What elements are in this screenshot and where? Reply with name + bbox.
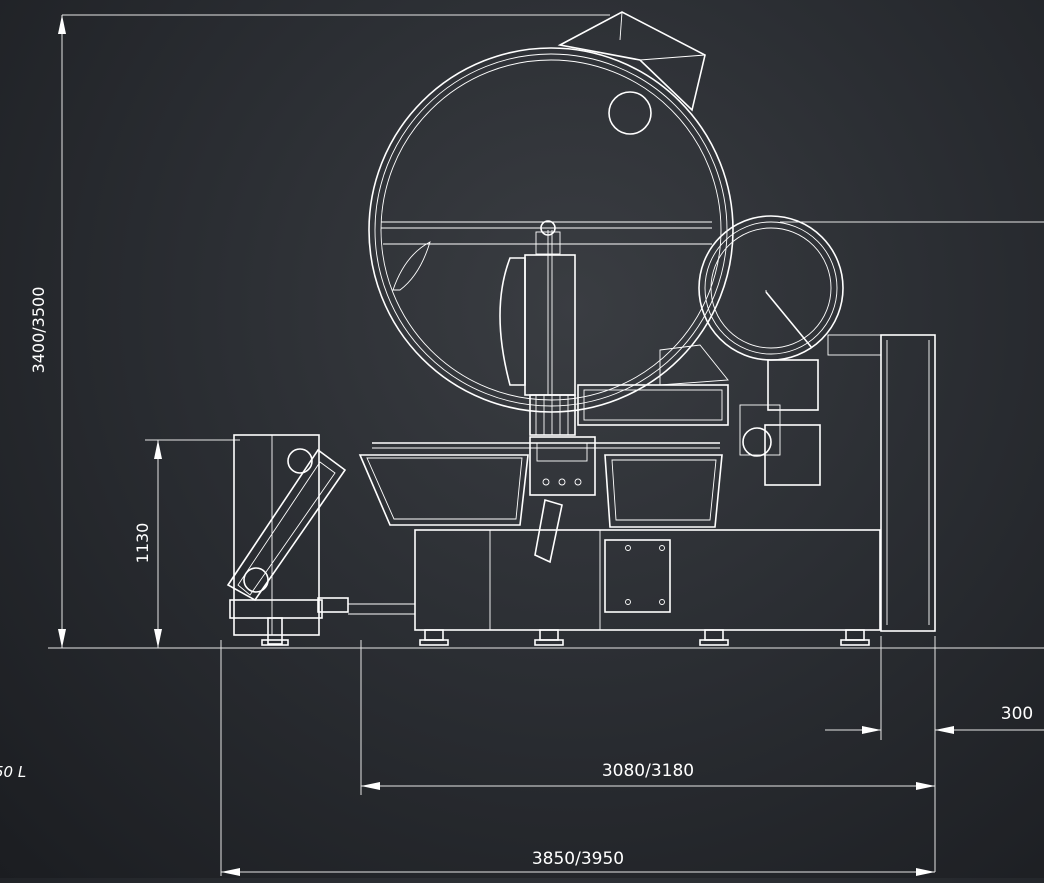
dim-bowl-height [145, 439, 240, 648]
lid-drum [368, 47, 734, 413]
dim-base-length [360, 640, 936, 872]
dim-side-offset [825, 636, 1044, 740]
dim-overall-length [220, 640, 935, 876]
dim-side-offset-label: 300 [1001, 704, 1033, 724]
gauge-drum [698, 215, 844, 361]
dim-overall-length-label: 3850/3950 [532, 849, 624, 869]
loader-arm [226, 434, 415, 646]
dim-overall-height-label: 3400/3500 [29, 287, 48, 374]
side-cabinet [739, 334, 936, 632]
cutter-assembly [499, 220, 576, 436]
lid-spout [557, 11, 706, 112]
dim-base-length-label: 3080/3180 [602, 761, 694, 781]
dim-overall-height [48, 14, 1044, 649]
machine-feet [419, 629, 870, 646]
capacity-caption: 50 L [0, 763, 26, 781]
machine-base [358, 436, 881, 631]
dim-bowl-height-label: 1130 [133, 523, 152, 564]
motor-housing [577, 344, 729, 426]
